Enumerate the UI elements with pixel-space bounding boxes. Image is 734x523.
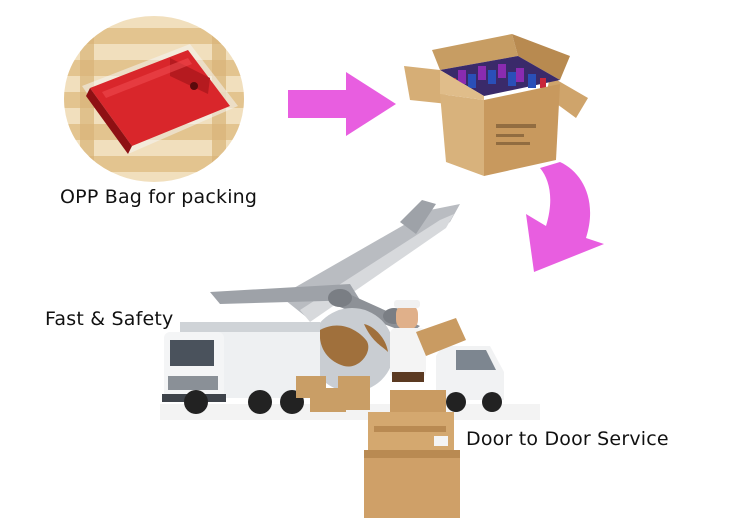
door-to-door-caption: Door to Door Service (466, 428, 669, 450)
courier-person-icon (390, 300, 466, 382)
arrow-right-icon (288, 72, 396, 136)
fast-safety-caption: Fast & Safety (45, 308, 174, 330)
van-icon (436, 346, 504, 412)
opp-bag-caption: OPP Bag for packing (60, 186, 258, 208)
wallet-packing-photo (64, 16, 244, 182)
airplane-icon (210, 200, 460, 334)
carton-box-photo (404, 34, 588, 176)
stacked-boxes-icon (364, 390, 460, 518)
arrow-curved-down-icon (526, 162, 604, 272)
truck-icon (162, 322, 320, 414)
logistics-scene-photo (160, 200, 540, 518)
